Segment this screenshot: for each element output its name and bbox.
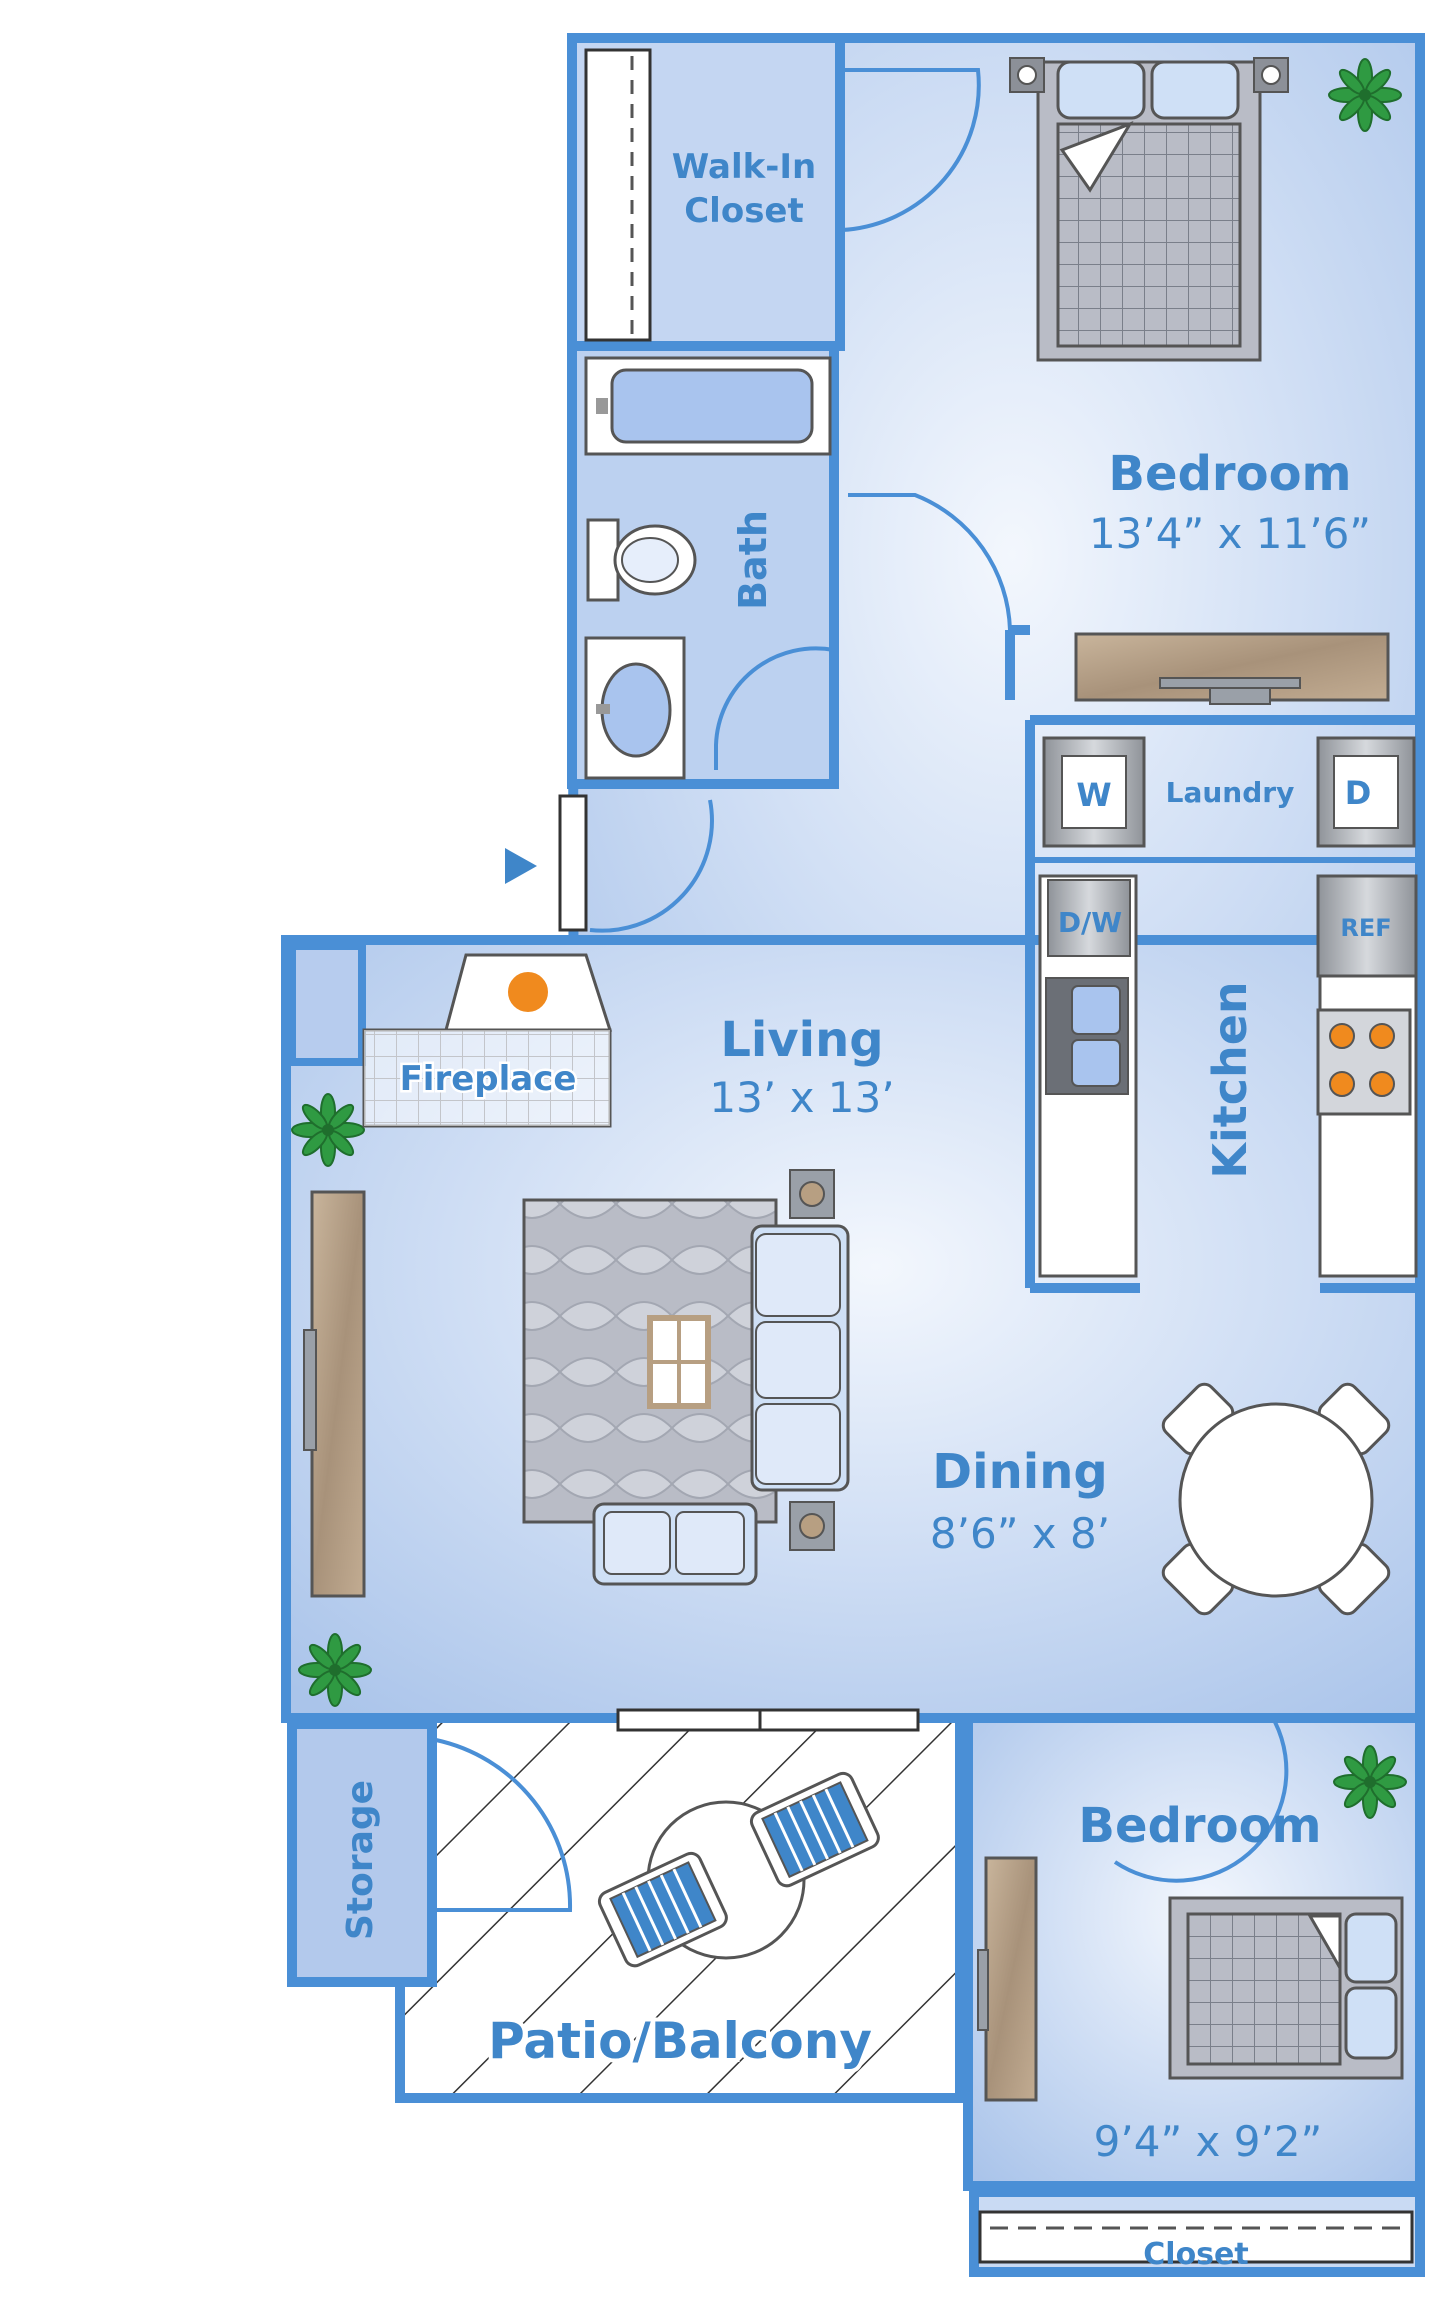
dryer-label: D — [1345, 774, 1372, 812]
second-bedroom-size: 9’4” x 9’2” — [1094, 2117, 1323, 2166]
living-label: Living — [720, 1012, 883, 1068]
washer-label: W — [1076, 776, 1111, 814]
dresser-tv — [1074, 632, 1390, 705]
closet-label: Closet — [1143, 2237, 1248, 2272]
master-bedroom-label: Bedroom — [1108, 446, 1351, 502]
fireplace-label: Fireplace — [400, 1059, 577, 1099]
dining-size: 8’6” x 8’ — [930, 1509, 1110, 1558]
closet-rods — [558, 48, 1414, 2264]
walk-in-closet-label-2: Closet — [684, 191, 804, 231]
patio-label: Patio/Balcony — [488, 2012, 872, 2070]
bath-label: Bath — [731, 510, 775, 610]
sink-icon — [584, 636, 686, 780]
kitchen-counters — [1038, 874, 1418, 1278]
dining-table-icon — [1161, 1382, 1391, 1616]
rug — [522, 1198, 778, 1524]
washer — [1042, 736, 1146, 848]
master-bedroom-size: 13’4” x 11’6” — [1089, 509, 1371, 558]
tv-console — [303, 1190, 366, 1598]
storage-label: Storage — [340, 1780, 381, 1940]
kitchen-label: Kitchen — [1203, 981, 1257, 1178]
door-swings — [435, 68, 1289, 1912]
toilet-icon — [586, 518, 697, 602]
sofa-icon — [592, 1169, 850, 1586]
room-labels: Walk-In Closet Bedroom 13’4” x 11’6” Bat… — [340, 147, 1392, 2272]
bed-icon — [1009, 57, 1289, 362]
walk-in-closet-label-1: Walk-In — [672, 147, 816, 187]
dining-label: Dining — [932, 1444, 1107, 1500]
dryer — [1316, 736, 1416, 848]
second-bedroom-label: Bedroom — [1078, 1798, 1321, 1854]
laundry-label: Laundry — [1166, 776, 1295, 809]
dishwasher-label: D/W — [1058, 906, 1122, 939]
entry-arrow-icon[interactable] — [505, 848, 537, 884]
bathtub-icon — [584, 356, 832, 456]
stove-icon — [1316, 1008, 1412, 1116]
second-bed-icon — [1168, 1896, 1404, 2080]
lounge-chair-icon — [597, 1771, 880, 1968]
second-dresser — [977, 1856, 1038, 2102]
fireplace-icon — [362, 953, 613, 1128]
fridge-label: REF — [1340, 914, 1391, 942]
living-size: 13’ x 13’ — [709, 1073, 894, 1122]
